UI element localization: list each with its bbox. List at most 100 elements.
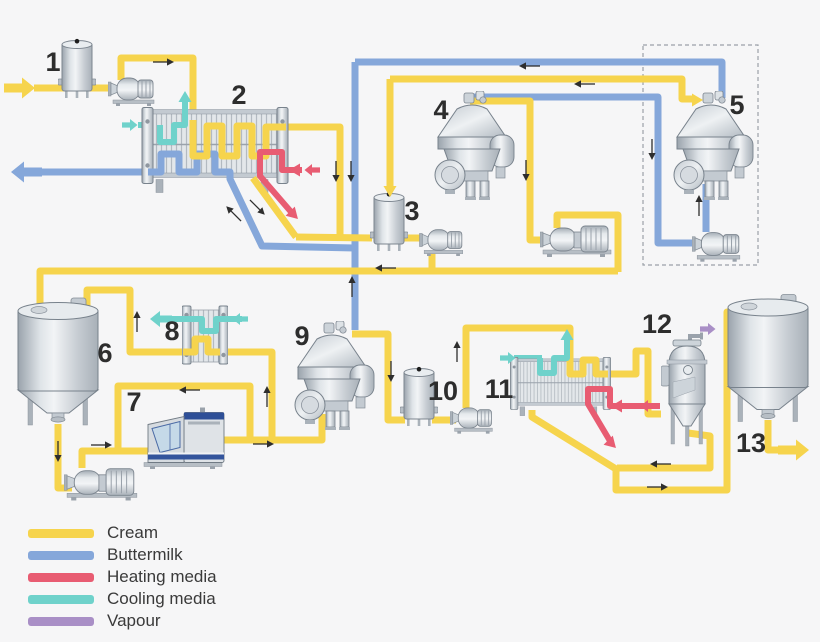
equipment-label-13: 13 xyxy=(736,428,766,458)
heating-flow-arrow xyxy=(289,163,300,177)
pipe-cream-to-tank13 xyxy=(528,308,750,494)
flow-direction-arrow xyxy=(253,440,274,448)
equipment-label-5: 5 xyxy=(729,90,744,120)
flow-direction-arrow xyxy=(519,62,540,70)
heating-flow-arrow xyxy=(304,164,320,176)
flow-direction-arrow xyxy=(647,483,668,491)
legend-item-buttermilk: Buttermilk xyxy=(28,544,217,566)
cooling-flow-arrow xyxy=(560,329,574,340)
heating-flow-arrow xyxy=(285,206,298,219)
pipe-cream-main-trunk xyxy=(36,267,618,310)
flow-direction-arrow xyxy=(574,80,595,88)
flow-direction-arrow xyxy=(453,341,461,362)
legend-label: Cream xyxy=(107,523,159,542)
legend-item-cream: Cream xyxy=(28,522,217,544)
equipment-6-ripening-tank xyxy=(17,297,99,426)
cream-flow-arrow xyxy=(383,186,397,197)
flow-direction-arrow xyxy=(263,386,271,407)
cooling-flow-arrow xyxy=(232,313,248,325)
flow-direction-arrow xyxy=(387,361,395,382)
equipment-label-11: 11 xyxy=(485,374,514,404)
pipes-over-layer xyxy=(148,100,660,443)
pipe-heating-hx2 xyxy=(257,149,302,215)
pipe-cream-pump1-to-hx2 xyxy=(117,54,197,122)
heating-flow-arrow xyxy=(611,399,622,413)
pipe-cream-sep9-out xyxy=(352,330,405,424)
heating-media-swatch xyxy=(28,572,94,582)
pipe-cooling-hx11-wave xyxy=(537,338,570,376)
flow-direction-arrow xyxy=(332,161,340,182)
pipe-cooling-hx8-wave xyxy=(158,316,242,334)
pipe-cooling-hx2-wave xyxy=(157,100,188,145)
flow-direction-arrow xyxy=(153,58,174,66)
equipment-5-pump xyxy=(692,232,741,262)
equipment-label-10: 10 xyxy=(428,376,458,406)
flow-direction-arrow xyxy=(54,441,62,462)
pipe-cream-tank13-out xyxy=(764,420,780,454)
pipe-cream-hx2-return xyxy=(283,123,344,237)
flow-direction-arrow xyxy=(249,199,265,215)
flow-direction-arrow xyxy=(226,206,242,222)
flow-direction-arrow xyxy=(650,460,671,468)
cream-swatch xyxy=(28,528,94,538)
flow-direction-arrow xyxy=(133,311,141,332)
pipe-cream-to-tank3 xyxy=(295,233,373,242)
cooling-flow-arrow xyxy=(122,119,138,131)
equipment-label-1: 1 xyxy=(45,47,60,77)
equipment-3-tank xyxy=(370,191,408,252)
legend-item-cooling-media: Cooling media xyxy=(28,588,217,610)
legend-label: Buttermilk xyxy=(107,545,183,564)
equipment-label-12: 12 xyxy=(642,309,672,339)
cream-flow-arrow xyxy=(778,439,809,461)
pipe-cream-hx11-to-vessel12 xyxy=(606,347,661,418)
legend-label: Cooling media xyxy=(107,589,216,608)
buttermilk-flow-arrow xyxy=(11,161,42,183)
optional-section-box xyxy=(642,44,759,266)
equipment-6-pump xyxy=(64,468,138,502)
cooling-flow-arrow xyxy=(500,352,516,364)
equipment-label-8: 8 xyxy=(164,316,179,346)
vapour-flow-arrow xyxy=(700,323,716,335)
legend-item-heating-media: Heating media xyxy=(28,566,217,588)
flow-direction-arrow xyxy=(348,276,356,297)
flow-direction-arrow xyxy=(522,160,530,181)
pipe-buttermilk-top-trunk xyxy=(355,58,726,98)
equipment-10-pump xyxy=(450,407,493,434)
pipe-cream-hx8-wave xyxy=(183,335,220,356)
equipment-3-pump xyxy=(419,229,464,256)
cooling-media-swatch xyxy=(28,594,94,604)
pipe-cream-tank6-loop xyxy=(83,286,184,356)
legend: Cream Buttermilk Heating media Cooling m… xyxy=(28,522,217,632)
equipment-label-2: 2 xyxy=(231,80,246,110)
equipment-12-vacuum-vessel xyxy=(661,333,707,447)
cream-flow-arrow xyxy=(4,77,35,99)
arrows-layer xyxy=(4,58,809,491)
buttermilk-swatch xyxy=(28,550,94,560)
flow-direction-arrow xyxy=(648,139,656,160)
flow-direction-arrow xyxy=(695,195,703,216)
heating-flow-arrow xyxy=(603,435,616,448)
cream-flow-arrow xyxy=(692,93,703,107)
flow-direction-arrow xyxy=(179,386,200,394)
legend-label: Heating media xyxy=(107,567,217,586)
legend-label: Vapour xyxy=(107,611,161,630)
cooling-flow-arrow xyxy=(150,311,172,327)
equipment-4-pump xyxy=(540,225,612,258)
cooling-flow-arrow xyxy=(178,91,192,102)
equipment-1-balance-tank xyxy=(58,38,96,99)
pipe-cream-hx8-to-m7 xyxy=(218,348,276,440)
pipe-cream-m7-out xyxy=(182,414,326,444)
pipe-cream-hx11-wave xyxy=(566,356,608,378)
equipment-1-pump xyxy=(108,77,155,106)
flow-direction-arrow xyxy=(91,441,112,449)
pipe-cream-vessel12-out xyxy=(617,429,714,472)
heating-flow-arrow xyxy=(640,400,656,412)
pipe-cream-hx2-wave xyxy=(189,120,286,160)
legend-item-vapour: Vapour xyxy=(28,610,217,632)
pipes-under-layer xyxy=(34,54,780,494)
flow-direction-arrow xyxy=(375,264,396,272)
pipe-cream-hx2-diagonal xyxy=(250,175,299,240)
equipment-label-6: 6 xyxy=(97,338,112,368)
